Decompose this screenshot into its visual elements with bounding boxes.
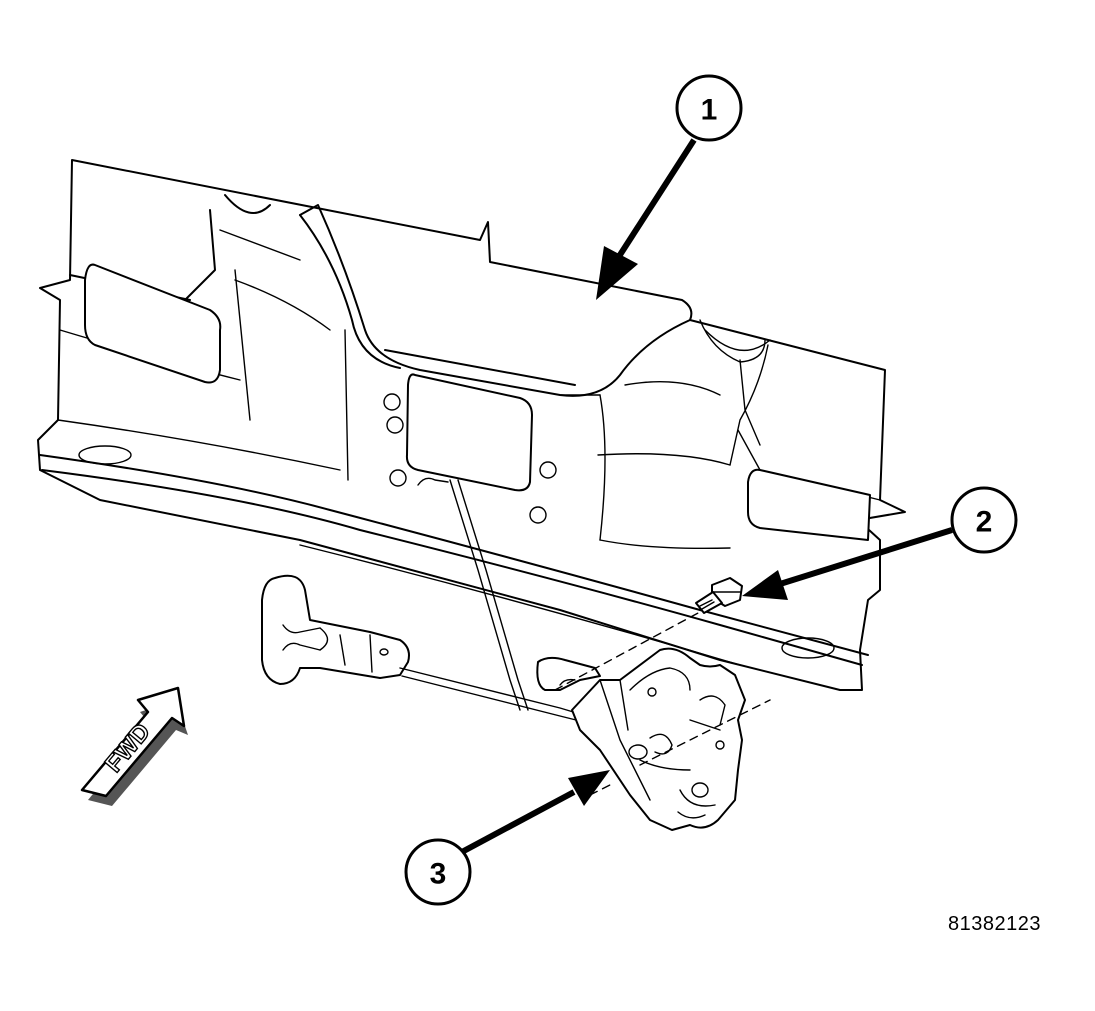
latch-bolt: [695, 577, 743, 614]
callout-3: 3: [404, 770, 610, 906]
callout-2: 2: [742, 486, 1018, 600]
callout-3-label: 3: [430, 858, 447, 891]
callout-2-label: 2: [976, 506, 993, 539]
forward-arrow-icon: FWD: [80, 686, 188, 806]
rear-body-panel: [37, 159, 906, 711]
figure-id: 81382123: [948, 913, 1041, 935]
hood-latch: [536, 611, 771, 831]
callout-1: 1: [596, 74, 743, 300]
release-handle: [261, 574, 601, 727]
callout-1-label: 1: [701, 94, 718, 127]
